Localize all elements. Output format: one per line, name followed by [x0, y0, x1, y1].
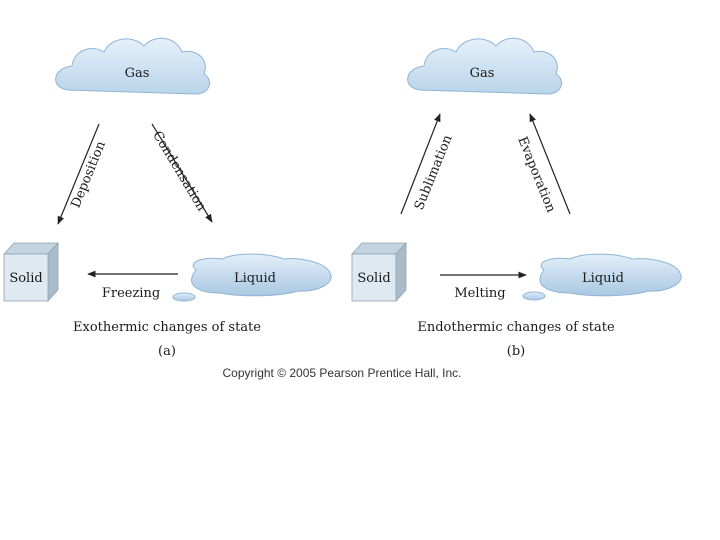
gas-label: Gas: [125, 66, 150, 81]
condensation-arrow: [151, 123, 213, 223]
evaporation-arrow: [529, 113, 571, 215]
melting-label: Melting: [454, 286, 505, 301]
liquid-label: Liquid: [582, 271, 624, 286]
sublimation-arrow: [400, 113, 441, 215]
solid-cube: Solid: [3, 241, 59, 303]
copyright-text: Copyright © 2005 Pearson Prentice Hall, …: [223, 366, 462, 380]
caption-b: Endothermic changes of state: [417, 320, 615, 335]
sublimation-label: Sublimation: [412, 132, 456, 212]
liquid-puddle: Liquid: [522, 253, 682, 301]
gas-cloud: Gas: [55, 37, 211, 95]
condensation-label: Condensation: [149, 129, 209, 215]
liquid-label: Liquid: [234, 271, 276, 286]
deposition-arrow: [57, 123, 100, 225]
solid-label: Solid: [357, 271, 390, 286]
caption-a: Exothermic changes of state: [73, 320, 261, 335]
liquid-puddle: Liquid: [172, 253, 332, 302]
gas-cloud: Gas: [407, 37, 563, 95]
panel-a: Gas Solid Liquid Deposition Condensation…: [3, 37, 332, 359]
panel-letter-b: (b): [507, 344, 525, 359]
gas-label: Gas: [470, 66, 495, 81]
solid-label: Solid: [9, 271, 42, 286]
panel-letter-a: (a): [158, 344, 176, 359]
panel-b: Gas Solid Liquid Sublimation Evaporation…: [351, 37, 682, 359]
freezing-label: Freezing: [102, 286, 160, 301]
solid-cube: Solid: [351, 241, 407, 303]
evaporation-label: Evaporation: [514, 135, 558, 216]
